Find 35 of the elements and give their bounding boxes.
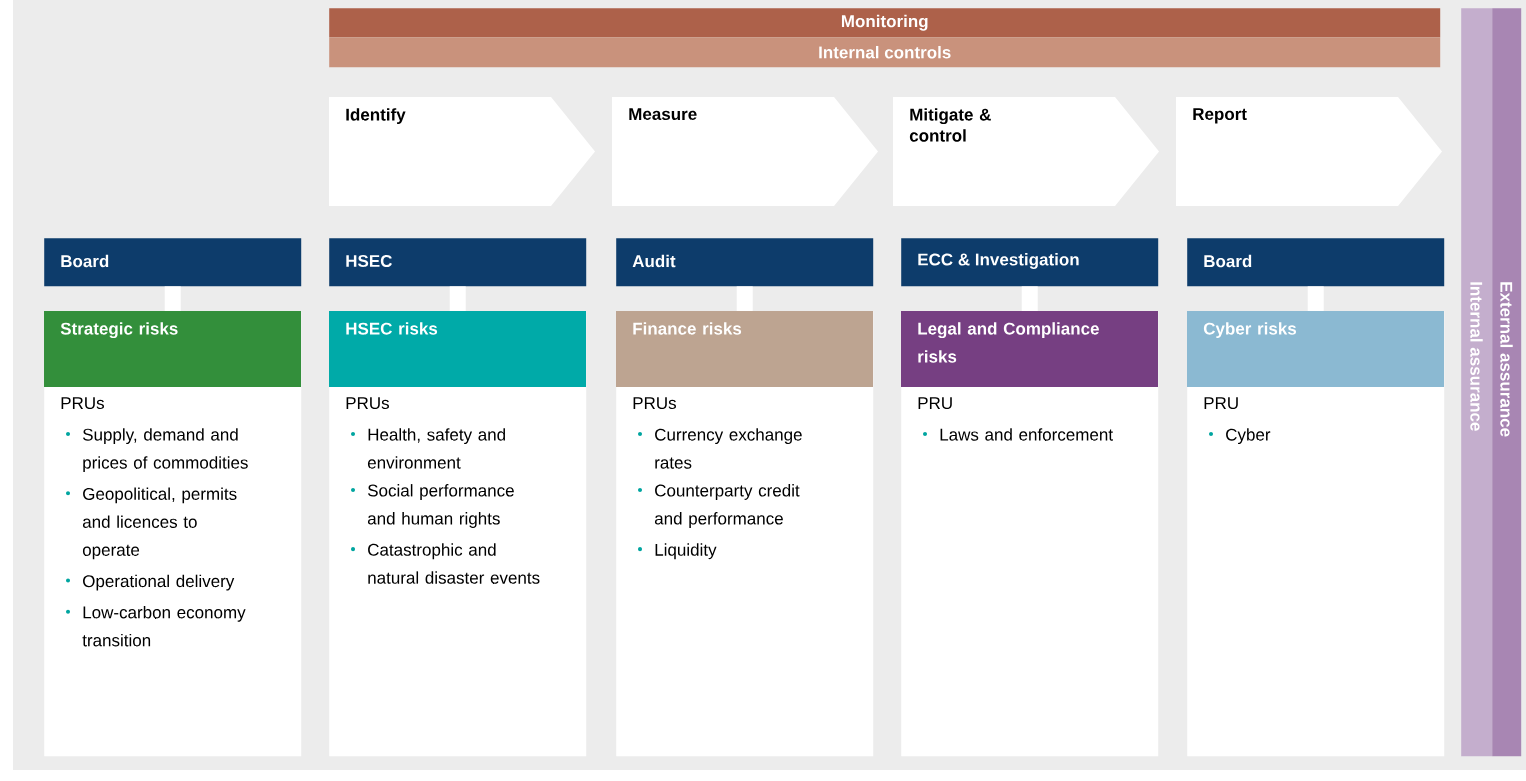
process-step: Identify (329, 97, 595, 206)
list-heading: PRUs (633, 397, 676, 410)
connector-bar (1307, 286, 1324, 311)
process-step: Measure (612, 97, 878, 206)
list-heading: PRUs (346, 397, 389, 410)
list-item: Cyber (1209, 428, 1271, 445)
list-item: Currency exchange rates (638, 428, 802, 469)
connector-bar (164, 286, 181, 311)
assurance-bar: Internal assurance (1461, 8, 1493, 757)
list-heading: PRU (918, 397, 952, 410)
assurance-bar: External assurance (1492, 8, 1522, 757)
list-item: Laws and enforcement (923, 428, 1113, 441)
process-step: Report (1176, 97, 1442, 206)
list-item: Operational delivery (66, 574, 235, 591)
list-item: Social performance and human rights (351, 484, 514, 528)
list-item: Catastrophic and natural disaster events (351, 543, 540, 584)
list-item: Liquidity (638, 543, 717, 560)
connector-bar (1021, 286, 1038, 311)
list-heading: PRUs (61, 397, 104, 410)
owner-box: Board (44, 238, 302, 287)
owner-box: ECC & Investigation (901, 238, 1159, 287)
owner-box: Board (1187, 238, 1445, 287)
list-item: Supply, demand and prices of commodities (66, 428, 248, 473)
list-item: Counterparty credit and performance (638, 484, 800, 528)
list-item: Geopolitical, permits and licences to operate (66, 487, 237, 560)
list-item: Low-carbon economy transition (66, 605, 246, 647)
owner-box: Audit (616, 238, 874, 287)
banner-bar: Internal controls (329, 37, 1441, 68)
list-item: Health, safety and environment (351, 428, 505, 469)
banner-bar: Monitoring (329, 8, 1441, 38)
connector-bar (449, 286, 466, 311)
process-step: Mitigate & control (893, 97, 1159, 206)
list-heading: PRU (1204, 397, 1238, 410)
connector-bar (736, 286, 753, 311)
owner-box: HSEC (329, 238, 587, 287)
